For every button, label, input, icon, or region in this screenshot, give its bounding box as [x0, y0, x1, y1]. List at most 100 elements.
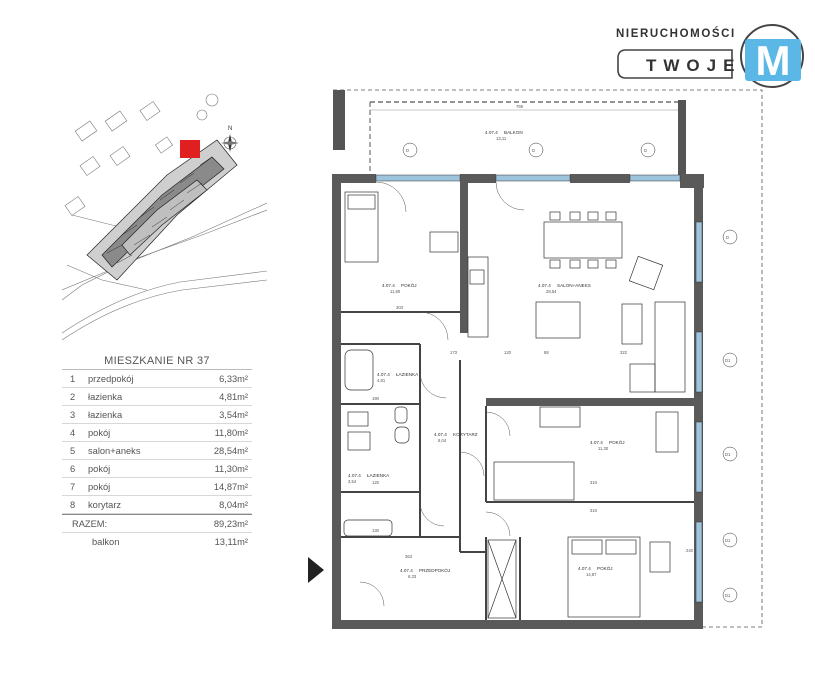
- svg-text:310: 310: [590, 508, 598, 513]
- table-row: 1 przedpokój 6,33m²: [62, 370, 252, 388]
- svg-text:POKÓJ: POKÓJ: [401, 282, 417, 288]
- table-row: 4 pokój 11,80m²: [62, 424, 252, 442]
- svg-text:173: 173: [450, 350, 458, 355]
- svg-text:BALKON: BALKON: [504, 130, 523, 135]
- row-number: 5: [70, 445, 76, 456]
- svg-text:310: 310: [590, 480, 598, 485]
- row-number: 8: [70, 499, 76, 510]
- logo-key-outline: M: [617, 24, 804, 88]
- entrance-arrow-icon: [308, 557, 324, 583]
- floor-plan: 769: [300, 82, 815, 632]
- table-total-row: RAZEM: 89,23m²: [62, 514, 252, 533]
- svg-text:4,81: 4,81: [377, 378, 386, 383]
- svg-text:4.07.4: 4.07.4: [377, 372, 390, 377]
- logo-word: TWOJE: [646, 56, 742, 75]
- room-area: 4,81m²: [219, 391, 248, 402]
- svg-text:4.07.4: 4.07.4: [434, 432, 447, 437]
- svg-text:11,30: 11,30: [598, 446, 609, 451]
- svg-text:4.07.4: 4.07.4: [590, 440, 603, 445]
- svg-text:D: D: [406, 148, 409, 153]
- svg-text:4.07.4: 4.07.4: [400, 568, 413, 573]
- compass-icon: N: [221, 126, 239, 152]
- svg-text:120: 120: [372, 480, 380, 485]
- table-row: 7 pokój 14,87m²: [62, 478, 252, 496]
- site-plan: N: [61, 85, 268, 350]
- svg-text:D: D: [532, 148, 535, 153]
- room-area: 11,30m²: [214, 463, 248, 474]
- svg-text:N: N: [228, 126, 232, 132]
- table-row: 8 korytarz 8,04m²: [62, 496, 252, 514]
- svg-text:D1: D1: [725, 358, 731, 363]
- room-name: salon+aneks: [88, 445, 141, 456]
- svg-text:ŁAZIENKA: ŁAZIENKA: [367, 473, 390, 478]
- svg-text:4.07.4: 4.07.4: [485, 130, 498, 135]
- row-number: 3: [70, 409, 76, 420]
- logo-letter: M: [756, 37, 791, 84]
- svg-text:88: 88: [544, 350, 549, 355]
- balcony-label: balkon: [92, 536, 120, 547]
- brand-logo: M NIERUCHOMOŚCI TWOJE: [612, 22, 812, 102]
- room-area: 11,80m²: [214, 427, 248, 438]
- svg-text:ŁAZIENKA: ŁAZIENKA: [396, 372, 419, 377]
- total-label: RAZEM:: [72, 518, 108, 529]
- svg-text:4.07.4: 4.07.4: [382, 283, 395, 288]
- svg-text:120: 120: [504, 350, 512, 355]
- svg-text:SALON+ANEKS: SALON+ANEKS: [557, 283, 591, 288]
- svg-text:8,04: 8,04: [438, 438, 447, 443]
- row-number: 7: [70, 481, 76, 492]
- logo-m-block: [745, 39, 801, 81]
- area-table: MIESZKANIE NR 37 1 przedpokój 6,33m² 2 łazie…: [62, 355, 252, 550]
- svg-text:4.07.4: 4.07.4: [538, 283, 551, 288]
- room-name: przedpokój: [88, 373, 134, 384]
- logo-top-text: NIERUCHOMOŚCI: [616, 28, 736, 40]
- svg-text:13,11: 13,11: [496, 136, 507, 141]
- svg-text:11,80: 11,80: [390, 289, 401, 294]
- room-area: 14,87m²: [213, 481, 248, 492]
- svg-text:363: 363: [405, 554, 413, 559]
- svg-text:769: 769: [516, 104, 524, 109]
- room-name: korytarz: [88, 499, 122, 510]
- svg-text:KORYTARZ: KORYTARZ: [453, 432, 478, 437]
- room-area: 28,54m²: [213, 445, 248, 456]
- svg-text:303: 303: [396, 305, 404, 310]
- table-balcony-row: balkon 13,11m²: [62, 533, 252, 550]
- svg-text:190: 190: [372, 396, 380, 401]
- table-row: 6 pokój 11,30m²: [62, 460, 252, 478]
- svg-text:240: 240: [686, 548, 694, 553]
- svg-text:D1: D1: [725, 452, 731, 457]
- svg-text:4.07.4: 4.07.4: [348, 473, 361, 478]
- room-name: pokój: [88, 481, 111, 492]
- row-number: 4: [70, 427, 76, 438]
- row-number: 1: [70, 373, 76, 384]
- svg-text:14,87: 14,87: [586, 572, 597, 577]
- room-name: łazienka: [88, 409, 123, 420]
- svg-text:6,33: 6,33: [408, 574, 417, 579]
- svg-text:PRZEDPOKÓJ: PRZEDPOKÓJ: [419, 567, 450, 573]
- room-area: 8,04m²: [219, 499, 248, 510]
- svg-text:D1: D1: [725, 538, 731, 543]
- room-name: pokój: [88, 427, 111, 438]
- svg-text:D: D: [726, 235, 729, 240]
- svg-text:4.07.4: 4.07.4: [578, 566, 591, 571]
- svg-text:POKÓJ: POKÓJ: [597, 565, 613, 571]
- svg-text:130: 130: [372, 528, 380, 533]
- row-number: 2: [70, 391, 76, 402]
- svg-text:322: 322: [620, 350, 628, 355]
- table-title: MIESZKANIE NR 37: [62, 355, 252, 370]
- room-name: pokój: [88, 463, 111, 474]
- table-row: 3 łazienka 3,54m²: [62, 406, 252, 424]
- total-value: 89,23m²: [213, 518, 248, 529]
- svg-text:D: D: [644, 148, 647, 153]
- room-name: łazienka: [88, 391, 123, 402]
- svg-text:D1: D1: [725, 593, 731, 598]
- room-area: 6,33m²: [219, 373, 248, 384]
- room-area: 3,54m²: [219, 409, 248, 420]
- table-row: 2 łazienka 4,81m²: [62, 388, 252, 406]
- apartment-location-marker: [180, 140, 200, 158]
- svg-text:28,54: 28,54: [546, 289, 557, 294]
- balcony-value: 13,11m²: [214, 536, 248, 547]
- balcony-area: 769: [333, 90, 686, 180]
- table-row: 5 salon+aneks 28,54m²: [62, 442, 252, 460]
- row-number: 6: [70, 463, 76, 474]
- svg-text:3,54: 3,54: [348, 479, 357, 484]
